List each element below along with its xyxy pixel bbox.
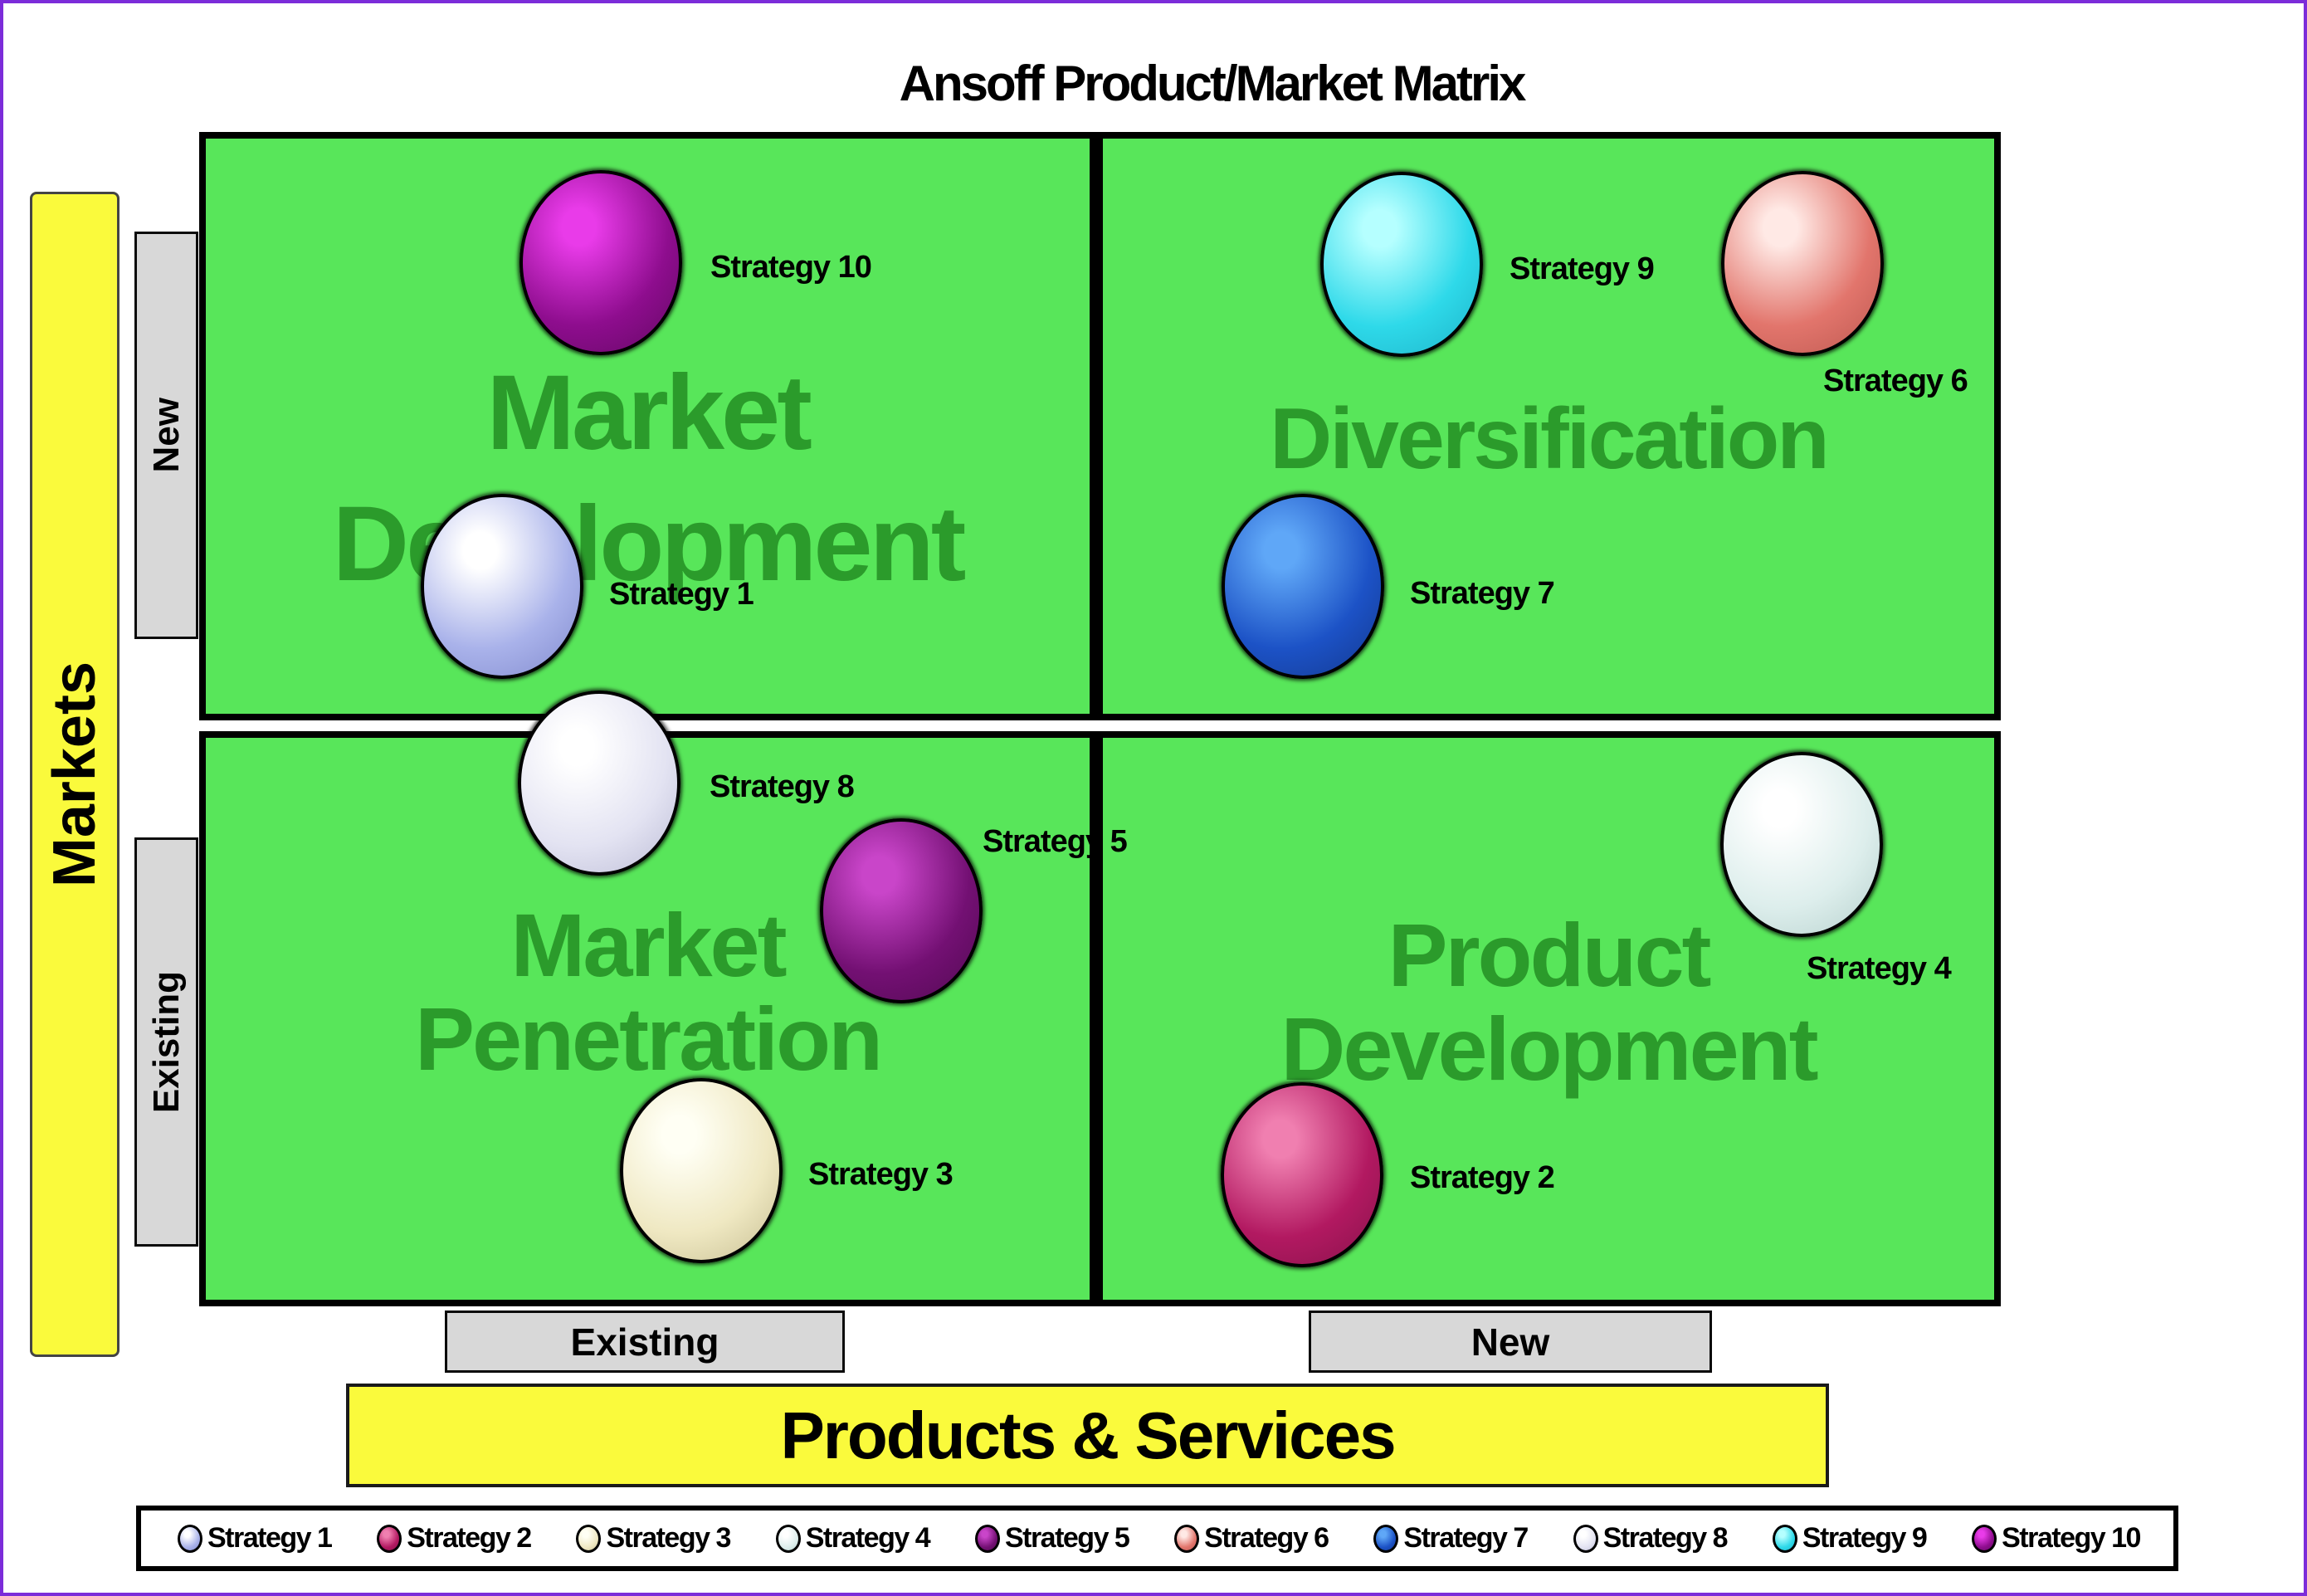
strategy-bubble-10	[519, 170, 682, 355]
y-axis-value-existing: Existing	[134, 837, 198, 1247]
strategy-label-9: Strategy 9	[1510, 251, 1655, 286]
y-axis-value-new: New	[134, 232, 198, 639]
strategy-label-5: Strategy 5	[983, 824, 1128, 859]
page-title: Ansoff Product/Market Matrix	[899, 56, 1527, 111]
legend-item-7: Strategy 7	[1373, 1522, 1529, 1555]
legend-sphere-icon-7	[1373, 1524, 1399, 1553]
strategy-bubble-7	[1222, 494, 1384, 679]
strategy-label-1: Strategy 1	[609, 577, 754, 612]
legend-label-3: Strategy 3	[606, 1522, 731, 1554]
quadrant-title-diversification: Diversification	[1096, 383, 2001, 495]
strategy-label-2: Strategy 2	[1410, 1160, 1555, 1195]
legend-sphere-icon-4	[775, 1524, 801, 1553]
legend-sphere-icon-5	[974, 1524, 1000, 1553]
legend-item-6: Strategy 6	[1174, 1522, 1329, 1555]
legend-sphere-icon-9	[1772, 1524, 1797, 1553]
legend-sphere-icon-1	[178, 1524, 202, 1553]
quadrant-title-line: Market	[510, 895, 787, 995]
bubble-layer: Strategy 1 Strategy 2 Strategy 3 Strategy 4…	[3, 3, 2304, 1593]
legend-item-4: Strategy 4	[775, 1522, 931, 1555]
strategy-label-8: Strategy 8	[710, 769, 855, 804]
x-axis-label-bar: Products & Services	[346, 1384, 1829, 1487]
legend-label-10: Strategy 10	[2002, 1522, 2141, 1554]
legend-label-4: Strategy 4	[805, 1522, 931, 1554]
legend-label-6: Strategy 6	[1204, 1522, 1329, 1554]
legend-sphere-icon-6	[1174, 1524, 1200, 1553]
legend-label-9: Strategy 9	[1802, 1522, 1928, 1554]
strategy-label-10: Strategy 10	[710, 250, 872, 285]
strategy-bubble-3	[620, 1078, 783, 1263]
legend-sphere-icon-2	[377, 1524, 402, 1553]
legend: Strategy 1 Strategy 2 Strategy 3 Strategy 4…	[136, 1506, 2178, 1571]
legend-sphere-icon-10	[1972, 1524, 1997, 1553]
strategy-bubble-2	[1221, 1082, 1383, 1267]
legend-item-9: Strategy 9	[1772, 1522, 1928, 1555]
quadrant-title-product-development: Product Development	[1096, 908, 2001, 1096]
strategy-label-4: Strategy 4	[1807, 951, 1952, 986]
legend-sphere-icon-8	[1573, 1524, 1598, 1553]
legend-label-8: Strategy 8	[1602, 1522, 1729, 1554]
quadrant-title-line: Market	[486, 354, 812, 472]
quadrant-title-line: Diversification	[1270, 391, 1830, 487]
strategy-bubble-4	[1720, 752, 1883, 937]
quadrant-title-market-penetration: Market Penetration	[199, 898, 1096, 1086]
quadrant-title-line: Development	[1280, 998, 1818, 1099]
legend-label-2: Strategy 2	[407, 1522, 532, 1554]
legend-item-2: Strategy 2	[377, 1522, 532, 1555]
x-axis-value-existing: Existing	[445, 1310, 845, 1373]
legend-item-3: Strategy 3	[576, 1522, 731, 1555]
strategy-label-6: Strategy 6	[1823, 364, 1968, 398]
strategy-bubble-5	[820, 818, 983, 1003]
x-axis-value-new: New	[1309, 1310, 1712, 1373]
quadrant-title-line: Penetration	[414, 988, 883, 1089]
strategy-bubble-8	[518, 691, 680, 876]
legend-sphere-icon-3	[576, 1524, 602, 1553]
strategy-bubble-9	[1320, 172, 1483, 357]
legend-item-5: Strategy 5	[974, 1522, 1130, 1555]
strategy-bubble-1	[421, 494, 583, 679]
quadrant-title-line: Product	[1388, 905, 1711, 1005]
y-axis-label-bar: Markets	[30, 192, 119, 1357]
strategy-bubble-6	[1721, 171, 1884, 356]
legend-label-7: Strategy 7	[1403, 1522, 1529, 1554]
legend-label-5: Strategy 5	[1004, 1522, 1130, 1554]
legend-label-1: Strategy 1	[207, 1522, 333, 1554]
strategy-label-3: Strategy 3	[808, 1157, 954, 1192]
strategy-label-7: Strategy 7	[1410, 576, 1555, 611]
legend-item-8: Strategy 8	[1573, 1522, 1729, 1555]
legend-item-1: Strategy 1	[178, 1522, 333, 1555]
legend-item-10: Strategy 10	[1972, 1522, 2141, 1555]
